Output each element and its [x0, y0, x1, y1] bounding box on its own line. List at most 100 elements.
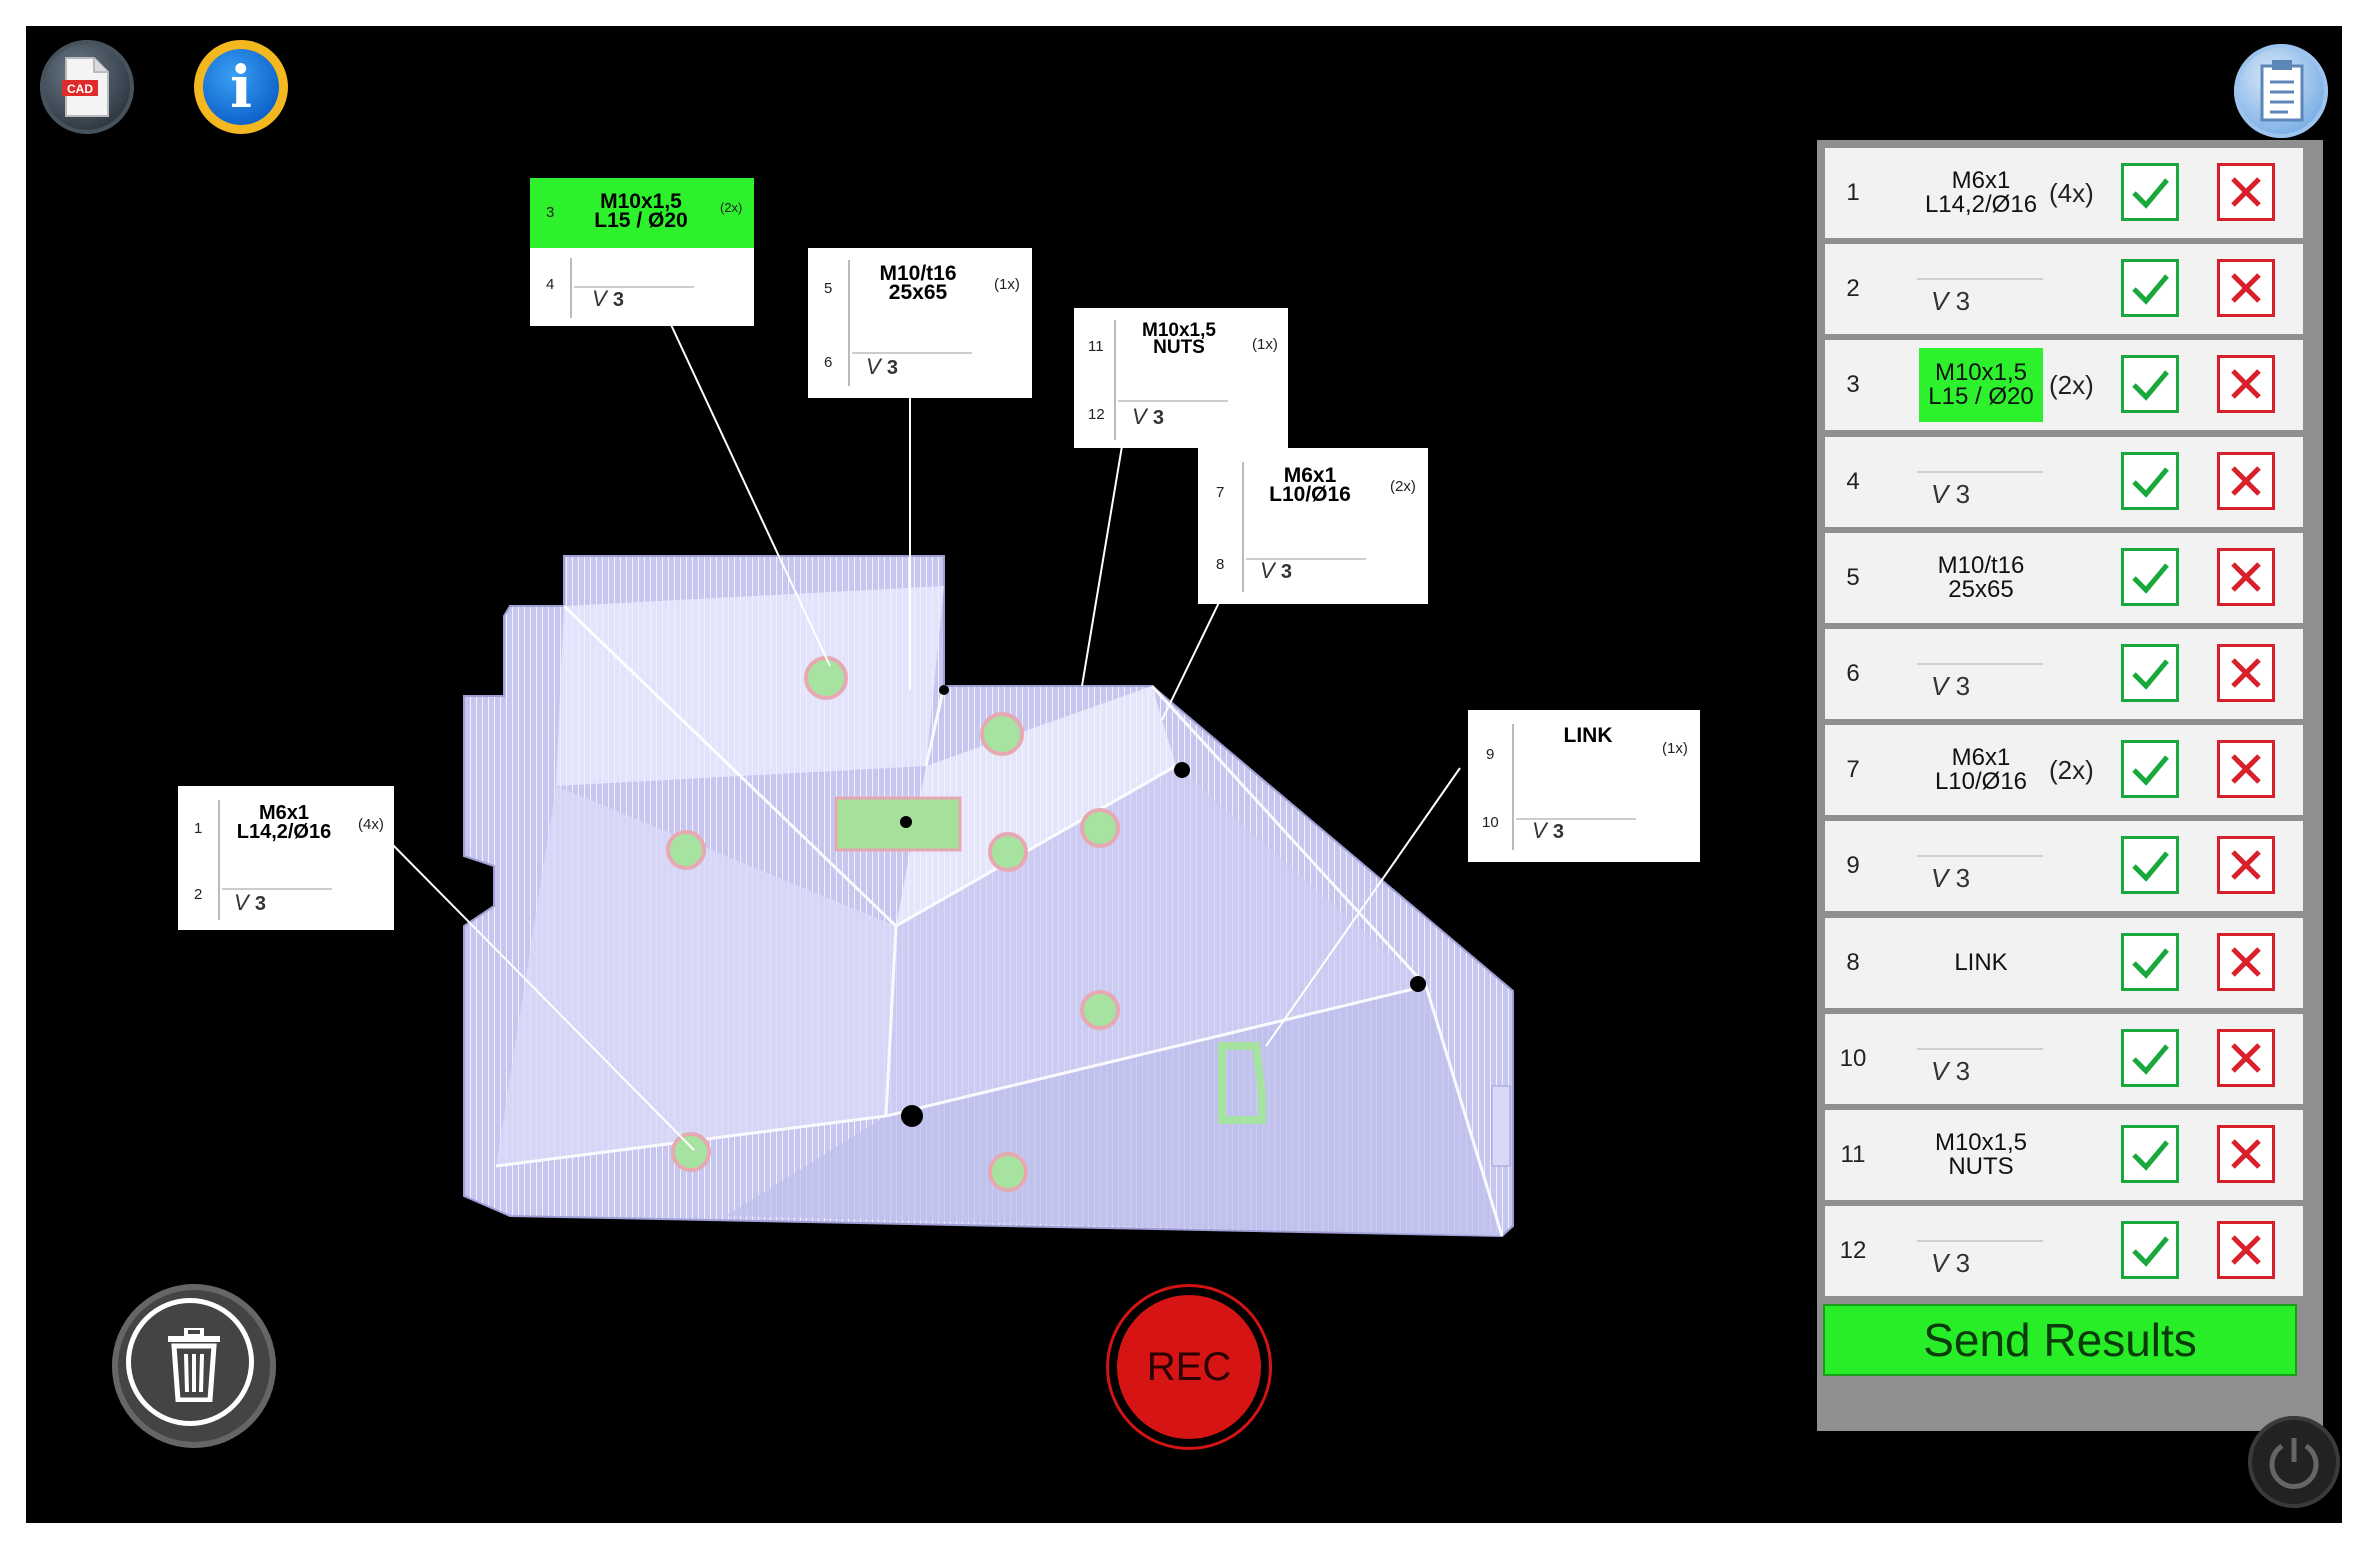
x-icon: [2231, 1139, 2261, 1169]
open-cad-button[interactable]: CAD: [40, 40, 134, 134]
row-number: 10: [1839, 1044, 1867, 1072]
confirm-button[interactable]: [2121, 644, 2179, 702]
row-number: 11: [1840, 1141, 1866, 1168]
check-icon: [2132, 755, 2169, 786]
row-number: 2: [1846, 275, 1860, 303]
checklist-icon: [2260, 60, 2304, 122]
x-icon: [2231, 273, 2261, 303]
power-button[interactable]: [2248, 1416, 2340, 1508]
checklist-row: 11 M10x1,5 NUTS: [1825, 1110, 2303, 1200]
svg-text:CAD: CAD: [67, 82, 93, 96]
row-label: LINK: [1954, 948, 2008, 976]
row-label: M10/t16 25x65: [1937, 551, 2025, 603]
row-number: 1: [1846, 179, 1860, 206]
trash-icon: [168, 1328, 220, 1402]
reject-button[interactable]: [2217, 451, 2275, 510]
reject-button[interactable]: [2217, 1221, 2275, 1280]
confirm-button[interactable]: [2121, 547, 2179, 606]
check-icon: [2132, 563, 2169, 594]
weld-symbol: V 3: [1917, 467, 2043, 517]
row-number: 3: [1846, 371, 1860, 399]
annotation-card-3[interactable]: 3 M10x1,5 L15 / Ø20 (2x) 4 V 3: [530, 178, 754, 326]
confirm-button[interactable]: [2121, 451, 2179, 510]
row-number: 8: [1846, 948, 1860, 976]
annotation-card-5[interactable]: 5 M10/t16 25x65 (1x) 6 V 3: [808, 248, 1032, 398]
checklist-panel: 1 M6x1 L14,2/Ø16 (4x) 2 V 3 3 M10x1,5 L15 / Ø2…: [1817, 140, 2323, 1431]
row-number: 4: [1846, 467, 1860, 495]
checklist-row: 3 M10x1,5 L15 / Ø20(2x): [1825, 340, 2303, 431]
delete-button[interactable]: [112, 1284, 276, 1448]
confirm-button[interactable]: [2121, 163, 2179, 221]
reject-button[interactable]: [2217, 836, 2275, 895]
row-number: 6: [1846, 660, 1860, 687]
x-icon: [2231, 754, 2261, 784]
bolt-markers: [666, 656, 1120, 1192]
reject-button[interactable]: [2217, 163, 2275, 221]
info-button[interactable]: i: [194, 40, 288, 134]
row-label: M6x1 L10/Ø16: [1934, 744, 2028, 796]
reject-button[interactable]: [2217, 355, 2275, 414]
x-icon: [2231, 946, 2261, 977]
row-quantity: (2x): [2049, 370, 2094, 401]
weld-symbol: V 3: [1917, 274, 2043, 324]
reject-button[interactable]: [2217, 1028, 2275, 1087]
reject-button[interactable]: [2217, 1125, 2275, 1183]
reject-button[interactable]: [2217, 259, 2275, 318]
row-label: M10x1,5 L15 / Ø20: [1919, 348, 2043, 423]
confirm-button[interactable]: [2121, 355, 2179, 414]
row-number: 7: [1846, 756, 1860, 784]
annotation-card-9[interactable]: 9 LINK (1x) 10 V 3: [1468, 710, 1700, 862]
checklist-row: 2 V 3: [1825, 244, 2303, 335]
confirm-button[interactable]: [2121, 932, 2179, 991]
check-icon: [2132, 659, 2169, 690]
annotation-card-7[interactable]: 7 M6x1 L10/Ø16 (2x) 8 V 3: [1198, 448, 1428, 604]
weld-symbol: V 3: [1917, 1236, 2043, 1286]
checklist-row: 8 LINK: [1825, 917, 2303, 1008]
checklist-row: 10 V 3: [1825, 1013, 2303, 1104]
power-icon: [2269, 1438, 2319, 1489]
check-icon: [2132, 274, 2169, 305]
check-icon: [2132, 178, 2169, 209]
row-number: 9: [1846, 852, 1860, 880]
confirm-button[interactable]: [2121, 1221, 2179, 1280]
confirm-button[interactable]: [2121, 740, 2179, 799]
annotation-card-11[interactable]: 11 M10x1,5 NUTS (1x) 12 V 3: [1074, 308, 1288, 448]
x-icon: [2231, 658, 2261, 688]
annotation-card-1[interactable]: 1 M6x1 L14,2/Ø16 (4x) 2 V 3: [178, 786, 394, 930]
check-icon: [2132, 947, 2169, 979]
checklist-row: 12 V 3: [1825, 1206, 2303, 1297]
checklist-button[interactable]: [2234, 44, 2328, 138]
check-icon: [2132, 1140, 2169, 1171]
reject-button[interactable]: [2217, 932, 2275, 991]
send-results-button[interactable]: Send Results: [1823, 1304, 2297, 1376]
row-number: 12: [1839, 1237, 1867, 1265]
part-3d-view[interactable]: [26, 26, 2342, 1523]
confirm-button[interactable]: [2121, 1125, 2179, 1183]
reject-button[interactable]: [2217, 547, 2275, 606]
info-icon: i: [203, 49, 279, 125]
checklist-row: 4 V 3: [1825, 436, 2303, 527]
check-icon: [2132, 466, 2169, 498]
row-quantity: (4x): [2049, 178, 2094, 208]
x-icon: [2231, 465, 2261, 496]
checklist-row: 1 M6x1 L14,2/Ø16 (4x): [1825, 148, 2303, 238]
x-icon: [2231, 1043, 2261, 1073]
reject-button[interactable]: [2217, 644, 2275, 702]
row-label: M10x1,5 NUTS: [1934, 1129, 2028, 1180]
confirm-button[interactable]: [2121, 1028, 2179, 1087]
x-icon: [2231, 562, 2261, 592]
check-icon: [2132, 851, 2169, 883]
row-label: M6x1 L14,2/Ø16: [1924, 167, 2038, 218]
x-icon: [2231, 850, 2261, 881]
confirm-button[interactable]: [2121, 259, 2179, 318]
record-button[interactable]: REC: [1106, 1284, 1272, 1450]
reject-button[interactable]: [2217, 740, 2275, 799]
x-icon: [2231, 369, 2261, 400]
check-icon: [2132, 1236, 2169, 1267]
weld-symbol: V 3: [1917, 1044, 2043, 1094]
confirm-button[interactable]: [2121, 836, 2179, 895]
